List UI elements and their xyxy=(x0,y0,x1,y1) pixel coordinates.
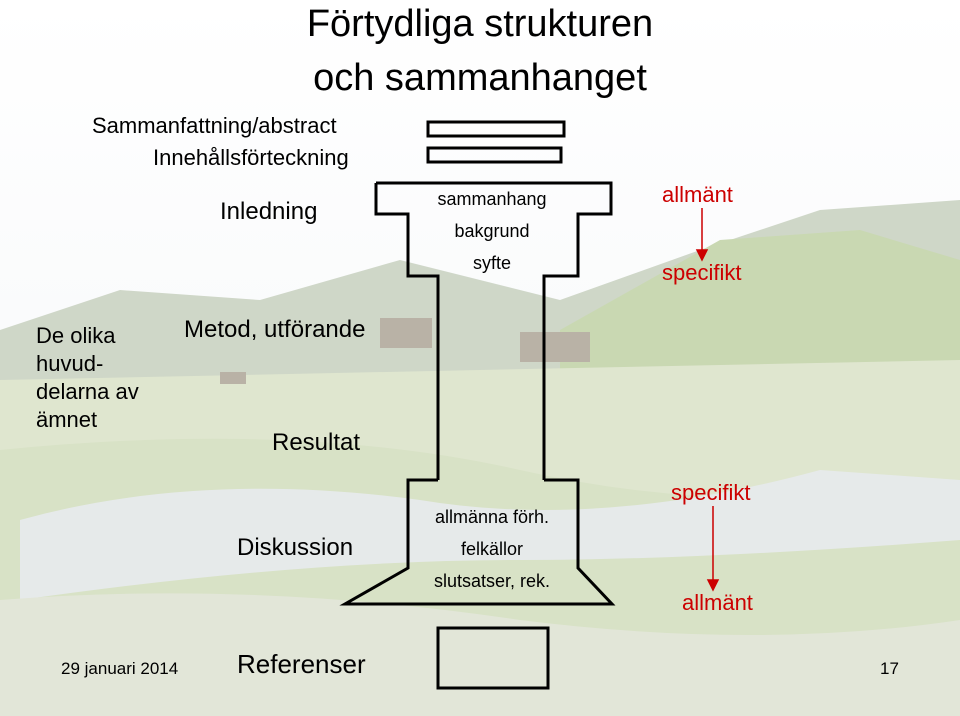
diskussion-item-felkallor: felkällor xyxy=(460,539,524,559)
top-arrow-from-label: allmänt xyxy=(662,182,733,207)
section-resultat: Resultat xyxy=(272,429,361,456)
section-inledning: Inledning xyxy=(220,198,318,225)
toc-bar xyxy=(426,146,563,164)
section-metod: Metod, utförande xyxy=(184,316,366,343)
abstract-bar xyxy=(426,120,566,138)
bottom-arrow-to-label: allmänt xyxy=(682,590,753,615)
top-arrow-to-label: specifikt xyxy=(662,260,742,285)
side-label-line-4: ämnet xyxy=(36,407,98,432)
inledning-funnel-left xyxy=(374,183,440,288)
diskussion-item-allmanna: allmänna förh. xyxy=(434,507,550,527)
slide-title-line-2: och sammanhanget xyxy=(313,57,647,99)
page-number: 17 xyxy=(880,659,899,678)
bottom-arrow-from-label: specifikt xyxy=(671,480,751,505)
diskussion-item-slutsatser: slutsatser, rek. xyxy=(433,571,551,591)
front-matter-abstract: Sammanfattning/abstract xyxy=(92,113,337,138)
inledning-item-sammanhang: sammanhang xyxy=(437,189,547,209)
side-label-line-1: De olika xyxy=(36,323,116,348)
section-diskussion: Diskussion xyxy=(237,534,354,561)
inledning-item-bakgrund: bakgrund xyxy=(454,221,530,241)
bottom-arrow-head xyxy=(706,579,720,592)
side-label-line-3: delarna av xyxy=(36,379,139,404)
referenser-box xyxy=(436,626,550,690)
diskussion-trapezoid xyxy=(339,478,616,606)
inledning-item-syfte: syfte xyxy=(472,253,511,273)
slide-title-line-1: Förtydliga strukturen xyxy=(306,3,654,45)
front-matter-toc: Innehållsförteckning xyxy=(153,145,349,170)
footer-date: 29 januari 2014 xyxy=(61,659,179,678)
section-referenser: Referenser xyxy=(237,649,366,679)
top-arrow-head xyxy=(695,249,709,262)
inledning-funnel xyxy=(376,181,613,288)
side-label-line-2: huvud- xyxy=(36,351,104,376)
